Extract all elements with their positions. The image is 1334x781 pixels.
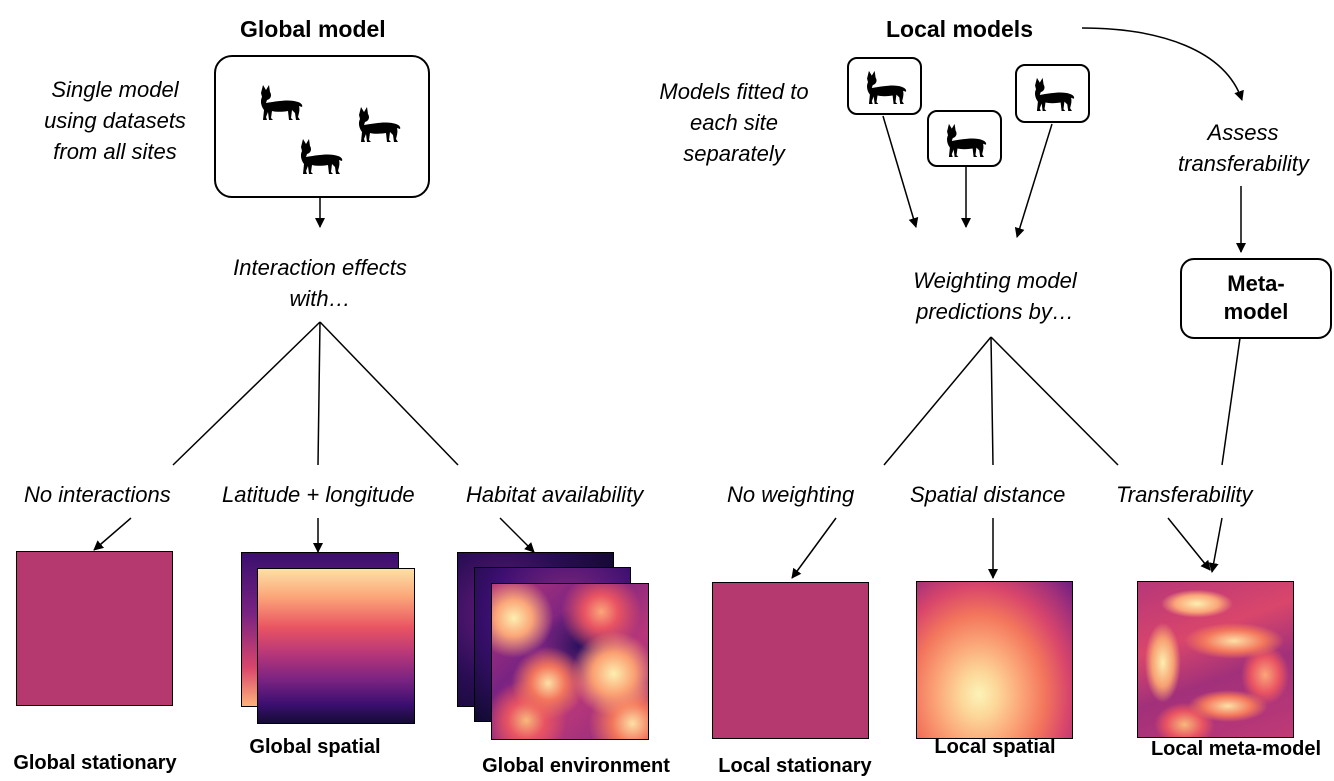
local-description: Models fitted to each site separately [636,76,832,169]
meta-model-box: Meta- model [1180,258,1332,339]
local-model-box-1 [847,57,922,115]
global-desc-line: from all sites [53,139,177,164]
assess-line: transferability [1178,151,1309,176]
branch-transferability: Transferability [1116,482,1253,507]
local-branch-mid [990,336,994,466]
global-branch-left [172,321,321,466]
interaction-line: Interaction effects [233,255,407,280]
lynx-silhouette-icon [260,85,303,120]
map-global-spatial [257,568,415,724]
no-weighting-arrow [791,517,837,579]
assess-line: Assess [1207,120,1279,145]
branch-no-interactions: No interactions [24,482,171,507]
map-global-environment [491,583,649,740]
global-branch-mid [317,321,321,466]
weighting-line: predictions by… [916,299,1074,324]
lynx-silhouette-icon [300,139,343,174]
local-branch-left [883,336,992,466]
output-global-stationary: Global stationary [13,752,177,774]
map-local-meta-model [1137,581,1294,738]
global-model-box [214,55,430,198]
meta-line: model [1223,299,1289,324]
lynx-silhouette-icon [947,123,987,158]
transferability-arrow [1167,517,1211,571]
meta-line: Meta- [1227,271,1285,296]
habitat-arrow [499,517,535,553]
local-title: Local models [886,16,1033,42]
local-branch-right [990,336,1119,466]
global-description: Single model using datasets from all sit… [20,74,210,167]
branch-habitat: Habitat availability [466,482,644,507]
output-local-spatial: Local spatial [934,736,1056,758]
output-global-environment: Global environment [482,755,670,777]
local-desc-line: Models fitted to [659,79,809,104]
no-interactions-arrow [93,517,132,551]
branch-lat-lon: Latitude + longitude [222,482,415,507]
local-desc-line: separately [683,141,785,166]
assess-transferability-label: Assess transferability [1178,117,1309,179]
meta-branch [1221,337,1241,466]
global-desc-line: Single model [51,77,179,102]
meta-to-map-arrow [1208,517,1223,573]
weighting-line: Weighting model [913,268,1077,293]
assess-curve-arrow [1081,27,1244,101]
map-local-stationary [712,582,869,739]
branch-spatial-distance: Spatial distance [910,482,1066,507]
local-model-box-3 [1015,64,1090,123]
output-local-stationary: Local stationary [718,755,872,777]
lynx-silhouette-icon [1035,77,1075,112]
lynx-right-arrow [1014,123,1053,238]
map-global-stationary [16,551,173,706]
output-local-meta-model: Local meta-model [1150,738,1322,760]
weighting-label: Weighting model predictions by… [880,265,1110,327]
interaction-effects-label: Interaction effects with… [205,252,435,314]
global-title: Global model [240,16,386,42]
global-branch-right [319,321,459,466]
lynx-left-arrow [882,115,919,228]
branch-no-weighting: No weighting [727,482,855,507]
global-desc-line: using datasets [44,108,186,133]
map-local-spatial [916,581,1073,739]
local-desc-line: each site [689,110,779,135]
interaction-line: with… [289,286,351,311]
lynx-silhouette-icon [867,70,907,105]
lynx-silhouette-icon [358,107,401,142]
local-model-box-2 [927,110,1002,167]
output-global-spatial: Global spatial [249,736,381,758]
